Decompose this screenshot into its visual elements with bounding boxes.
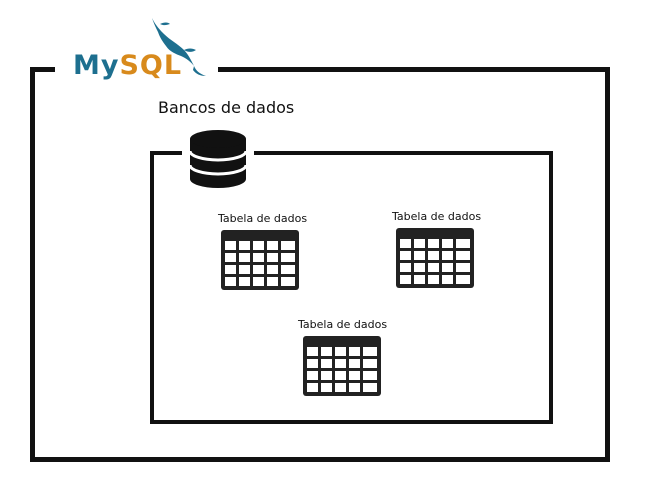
logo-sql-text: SQL <box>119 50 183 81</box>
database-frame <box>150 151 553 424</box>
mysql-dolphin-icon <box>152 18 206 76</box>
database-label: Bancos de dados <box>158 98 295 117</box>
table-label-3: Tabela de dados <box>298 318 388 331</box>
table-label-2: Tabela de dados <box>392 210 482 223</box>
table-label-1: Tabela de dados <box>218 212 308 225</box>
mysql-logo: MySQL <box>73 52 182 79</box>
mysql-server-frame <box>30 67 610 462</box>
table-icon <box>303 336 381 396</box>
table-icon <box>396 228 474 288</box>
logo-frame-gap <box>55 60 218 80</box>
table-icon <box>221 230 299 290</box>
logo-my-text: My <box>73 50 120 81</box>
database-icon <box>188 130 248 188</box>
